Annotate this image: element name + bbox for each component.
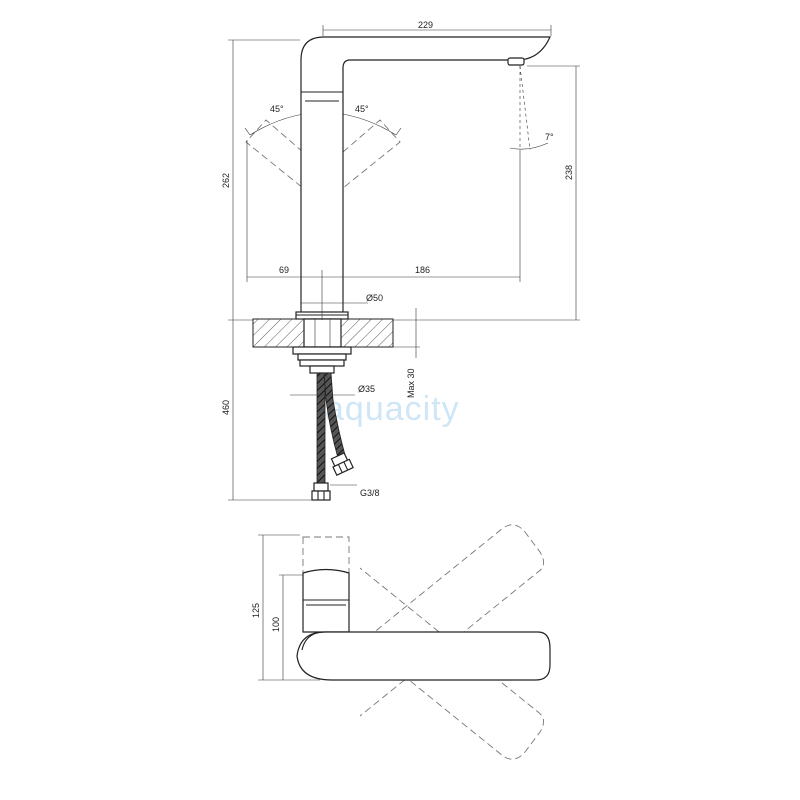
dim-height-total: 262 bbox=[221, 173, 231, 188]
dim-axis-left: 69 bbox=[279, 265, 289, 275]
swivel-ghost-left bbox=[245, 119, 304, 189]
dim-hole-diameter: Ø35 bbox=[358, 384, 375, 394]
dim-spout-angle: 7° bbox=[545, 132, 554, 142]
aerator bbox=[507, 57, 525, 66]
dim-plan-height-body: 100 bbox=[271, 617, 281, 632]
faucet-elevation bbox=[244, 36, 551, 501]
plan-ghost-up bbox=[324, 524, 544, 717]
dim-axis-right: 186 bbox=[415, 265, 430, 275]
dim-swivel-left: 45° bbox=[270, 104, 284, 114]
plan-spout bbox=[296, 631, 551, 681]
faucet-plan-view bbox=[258, 524, 551, 760]
dim-plan-height-total: 125 bbox=[251, 603, 261, 618]
worktop-left bbox=[252, 318, 305, 348]
hose-left bbox=[316, 372, 326, 484]
worktop-right bbox=[340, 318, 394, 348]
watermark-logo: aquacity bbox=[325, 390, 460, 428]
hose-fitting-left bbox=[313, 482, 329, 492]
dim-hose-length: 460 bbox=[221, 400, 231, 415]
dim-height-outlet: 238 bbox=[564, 165, 574, 180]
dim-base-diameter: Ø50 bbox=[366, 293, 383, 303]
plan-ghost-handle bbox=[302, 536, 350, 578]
dim-swivel-right: 45° bbox=[355, 104, 369, 114]
dim-connection: G3/8 bbox=[360, 488, 380, 498]
plan-ghost-down bbox=[324, 567, 544, 760]
swivel-ghost-right bbox=[342, 119, 401, 189]
dim-max-worktop: Max 30 bbox=[406, 368, 416, 398]
dim-spout-reach: 229 bbox=[418, 20, 433, 30]
faucet-body bbox=[300, 36, 551, 316]
plan-handle bbox=[302, 568, 350, 633]
mounting-nut bbox=[292, 346, 352, 355]
dimension-lines bbox=[228, 25, 580, 501]
